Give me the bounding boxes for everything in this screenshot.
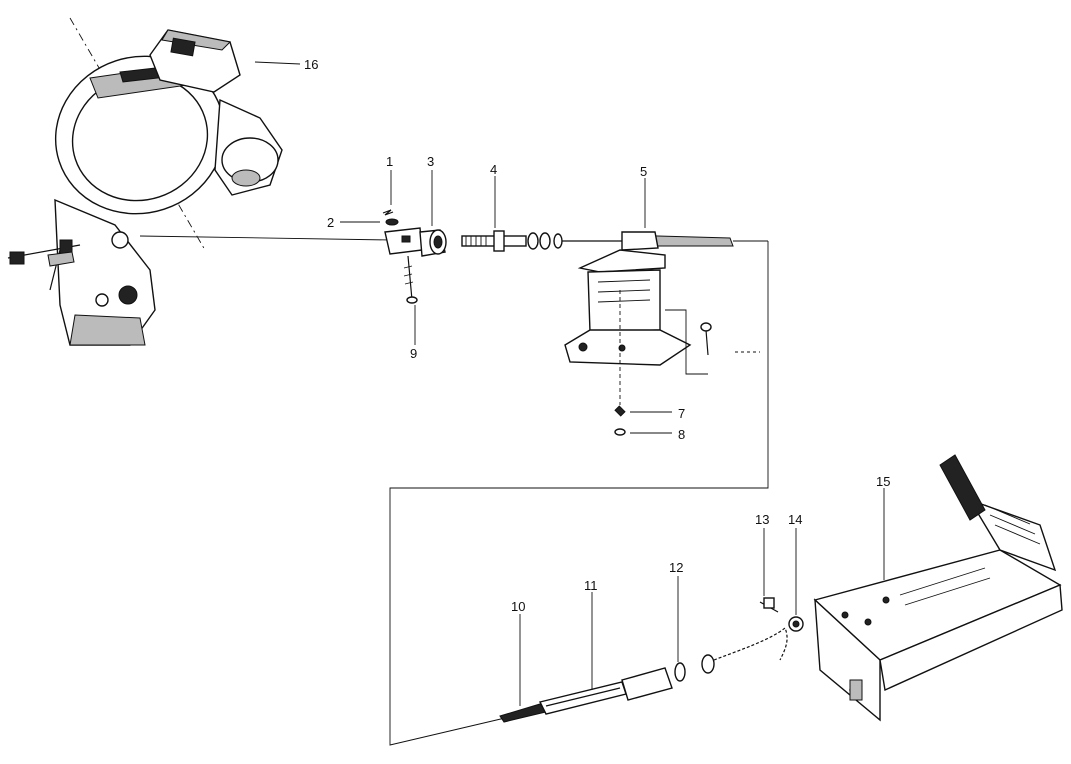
callout-3: 3: [427, 154, 434, 169]
callout-4: 4: [490, 162, 497, 177]
part-5-base-block: [564, 231, 768, 436]
callout-1: 1: [386, 154, 393, 169]
callout-5: 5: [640, 164, 647, 179]
part-13-14-bolt-nut: [759, 597, 804, 632]
callout-9: 9: [410, 346, 417, 361]
callout-13: 13: [755, 512, 769, 527]
callout-7: 7: [678, 406, 685, 421]
assembly-frame-lines: [389, 241, 769, 746]
part-16-guard-housing: [7, 17, 391, 346]
part-3-knob-assembly: [382, 209, 447, 304]
callout-10: 10: [511, 599, 525, 614]
callout-15: 15: [876, 474, 890, 489]
part-4-threaded-rod: [461, 230, 622, 252]
callout-12: 12: [669, 560, 683, 575]
leader-lines: [254, 61, 885, 706]
callout-8: 8: [678, 427, 685, 442]
callout-16: 16: [304, 57, 318, 72]
callout-2: 2: [327, 215, 334, 230]
callout-labels: 16 1 2 3 4 5 9 7 8 10 11 12 13 14 15: [304, 57, 890, 614]
part-11-cable-shaft: [499, 627, 788, 723]
callout-11: 11: [584, 578, 598, 593]
callout-14: 14: [788, 512, 802, 527]
part-15-handle-bracket: [813, 454, 1063, 722]
